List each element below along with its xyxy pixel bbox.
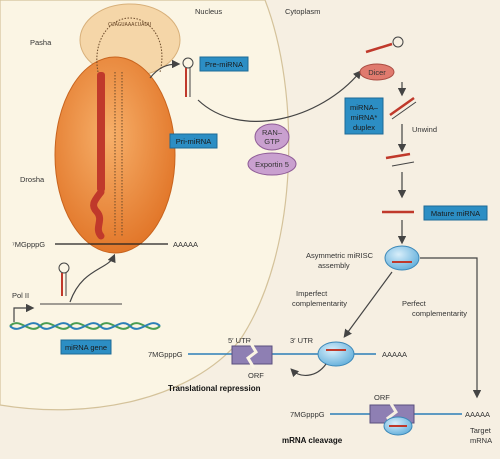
unwind-label: Unwind — [412, 125, 437, 134]
ribosome-split-repression — [246, 341, 258, 369]
stem-left-strand — [97, 72, 105, 192]
stem-bulge — [90, 188, 105, 240]
arrow-perfect — [420, 257, 482, 399]
duplex-passenger-strand — [391, 101, 417, 120]
pre-mirna-box — [199, 56, 249, 72]
utr3-label: 3′ UTR — [290, 336, 314, 345]
unwound-guide-strand — [385, 152, 411, 160]
orf-top-label: ORF — [248, 371, 264, 380]
utr5-label: 5′ UTR — [228, 336, 252, 345]
cleavage-cap-label: 7MGpppG — [290, 410, 325, 419]
repression-cap-label: 7MGpppG — [148, 350, 183, 359]
pre-mirna-hairpin-loop — [182, 57, 194, 69]
repression-polya-label: AAAAA — [382, 350, 407, 359]
cyto-pre-mirna — [365, 42, 393, 54]
duplex-box-label-1: miRNA– — [350, 103, 379, 112]
cyto-pre-mirna-loop — [392, 36, 404, 48]
arrow-transcription — [69, 253, 116, 303]
pri-mirna-box — [169, 133, 218, 149]
duplex-strand — [389, 96, 415, 117]
pol2-label: Pol II — [12, 291, 29, 300]
imperfect-label-1: Imperfect — [296, 289, 328, 298]
drosha-label: Drosha — [20, 175, 45, 184]
imperfect-label-2: complementarity — [292, 299, 347, 308]
risc-assembly-label-2: assembly — [318, 261, 350, 270]
arrow-imperfect — [343, 271, 393, 338]
unwound-passenger-strand — [391, 161, 415, 167]
duplex-box — [344, 97, 384, 135]
perfect-label-1: Perfect — [402, 299, 427, 308]
duplex-box-label-2: miRNA* — [351, 113, 378, 122]
risc-assembly-label-1: Asymmetric miRISC — [306, 251, 374, 260]
nascent-hairpin-loop — [58, 262, 70, 274]
cytoplasm-label: Cytoplasm — [285, 7, 320, 16]
drosha-protein — [54, 56, 176, 254]
mirna-gene-box — [60, 339, 112, 355]
repression-inhibition-arrow — [290, 363, 327, 378]
pri-polya-label: AAAAA — [173, 240, 198, 249]
pri-mirna-loop — [96, 17, 163, 73]
ran-gtp-label-1: RAN– — [262, 128, 283, 137]
mrna-cleavage-label: mRNA cleavage — [282, 436, 343, 445]
mature-mirna-box — [423, 205, 488, 221]
pasha-label: Pasha — [30, 38, 52, 47]
target-mrna-label-1: Target — [470, 426, 492, 435]
exportin-5-label: Exportin 5 — [255, 160, 289, 169]
pri-mirna-box-label: Pri-miRNA — [176, 137, 211, 146]
exportin-5-protein — [247, 152, 297, 176]
pre-mirna-box-label: Pre-miRNA — [205, 60, 243, 69]
dicer-protein — [359, 63, 395, 81]
nucleus-label: Nucleus — [195, 7, 222, 16]
pol2-promoter-arrow — [13, 303, 35, 322]
target-mrna-label-2: mRNA — [470, 436, 492, 445]
arrow-export — [197, 70, 362, 122]
arrow-to-pre-mirna — [149, 59, 181, 79]
mirisc-complex — [384, 245, 420, 271]
orf-bottom-label: ORF — [374, 393, 390, 402]
mature-mirna-box-label: Mature miRNA — [431, 209, 480, 218]
duplex-box-label-3: duplex — [353, 123, 375, 132]
mirisc-repression — [317, 341, 355, 367]
translational-repression-label: Translational repression — [168, 384, 261, 393]
mirna-gene-box-label: miRNA gene — [65, 343, 107, 352]
perfect-label-2: complementarity — [412, 309, 467, 318]
ran-gtp-label-2: GTP — [264, 137, 279, 146]
dna-strand-2 — [9, 322, 161, 330]
pri-cap-label: ⁷MGpppG — [12, 240, 45, 249]
ran-gtp-protein — [254, 123, 290, 151]
cleavage-polya-label: AAAAA — [465, 410, 490, 419]
loop-sequence: CUAGUAAACUAUU — [108, 22, 151, 28]
dicer-label: Dicer — [368, 68, 386, 77]
